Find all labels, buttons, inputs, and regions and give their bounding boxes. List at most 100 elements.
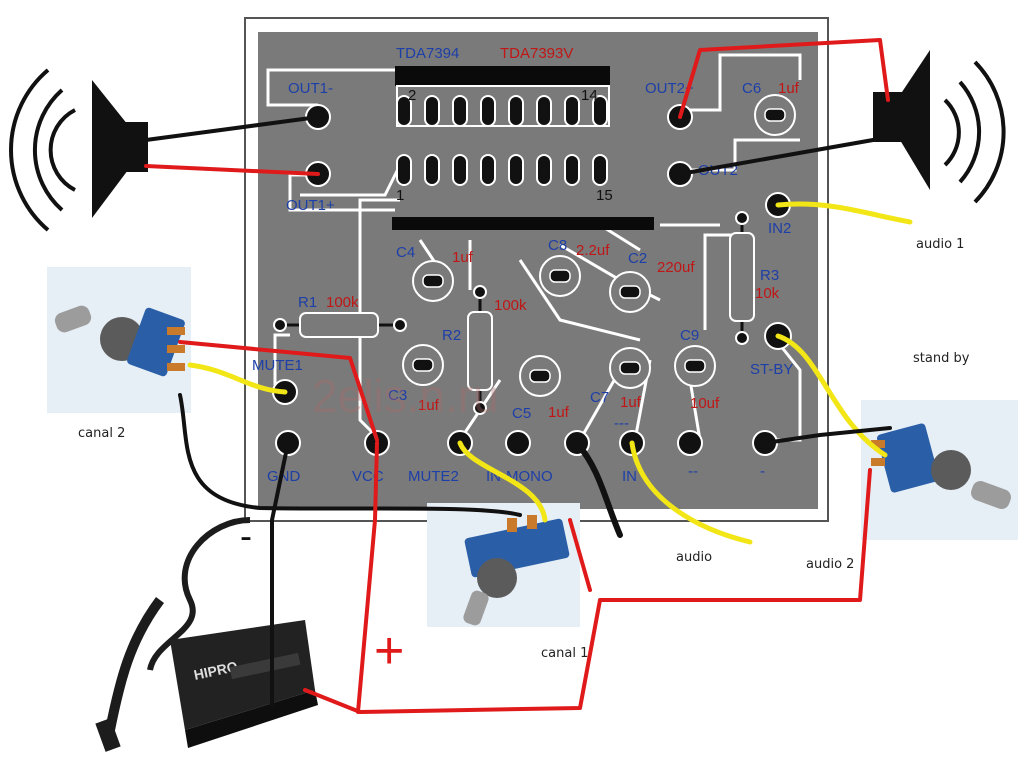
annotation-canal2: canal 2 [78,426,125,441]
value-c8: 2.2uf [576,242,610,259]
toggle-switch-standby[interactable] [861,400,1018,540]
wire-speaker-right-red [678,38,890,119]
ic-pin-top [536,95,552,127]
capacitor-lead [764,108,786,122]
value-c2: 220uf [657,259,695,276]
label-in: IN [622,468,637,485]
wire-vcc-switch [178,340,379,442]
value-c9: 10uf [690,395,720,412]
label-in-mono: IN-MONO [486,468,553,485]
resistor-r2 [467,311,493,391]
wire-mute1-yellow [187,362,288,395]
label-minus-b: - [760,463,765,480]
ic-label-tda7394: TDA7394 [396,45,459,62]
wire-speaker-right-black [678,138,875,176]
pin-label-15: 15 [596,187,613,204]
label-c5: C5 [512,405,531,422]
capacitor-lead [619,361,641,375]
label-out1-minus: OUT1- [288,80,333,97]
value-r1: 100k [326,294,359,311]
label-out2-plus: OUT2+ [645,80,694,97]
wire-standby-black [763,426,892,445]
power-adapter: HIPRO [95,517,318,752]
annotation-canal1: canal 1 [541,646,588,661]
ic-pin-bottom [592,154,608,186]
wire-vcc-adapter [356,441,379,714]
ic-top-bar [395,66,610,86]
ic-pin-top [424,95,440,127]
ic-pin-top [480,95,496,127]
left-speaker-icon [9,68,148,232]
ic-pin-top [564,95,580,127]
label-st-by: ST-BY [750,361,793,378]
wire-gnd-adapter [270,441,290,707]
right-speaker-icon [873,50,1006,204]
label-r1: R1 [298,294,317,311]
annotation-stand-by: stand by [913,351,970,366]
ic-pin-bottom [564,154,580,186]
capacitor-lead [412,358,434,372]
annotation-audio: audio [676,550,712,565]
ic-pin-bottom [452,154,468,186]
toggle-switch-canal1[interactable] [427,503,580,627]
label-r2: R2 [442,327,461,344]
annotation-audio1: audio 1 [916,237,964,252]
heatsink-bar [392,217,654,230]
wire-speaker-left-black [144,115,320,142]
annotation-minus: - [240,515,252,556]
pad-c5 [505,430,531,456]
annotation-audio2: audio 2 [806,557,854,572]
ic-pin-top [396,95,412,127]
label-c6: C6 [742,80,761,97]
ic-pins [396,95,608,186]
label-c4: C4 [396,244,415,261]
value-c5: 1uf [548,404,570,421]
value-c4: 1uf [452,249,474,266]
wire-standby-yellow [775,333,888,458]
resistor-r1 [299,312,379,338]
wire-mute2-yellow [457,440,548,523]
pad-minus-a [677,430,703,456]
label-c7-mark: --- [614,415,629,432]
label-c9: C9 [680,327,699,344]
value-c6: 1uf [778,80,800,97]
capacitor-lead [529,369,551,383]
capacitor-lead [619,285,641,299]
wire-red-loop [303,468,872,714]
label-c2: C2 [628,250,647,267]
capacitor-lead [422,274,444,288]
value-c3: 1uf [418,397,440,414]
wire-audio-yellow [629,440,753,545]
toggle-switch-canal2[interactable] [47,267,191,413]
label-c3: C3 [388,387,407,404]
resistors [273,211,755,415]
ic-pin-bottom [480,154,496,186]
watermark: 2elis.n.ru [312,370,499,422]
ic-pin-top [452,95,468,127]
label-out1-plus: OUT1+ [286,197,335,214]
label-mute2: MUTE2 [408,468,459,485]
label-c8: C8 [548,237,567,254]
label-in2: IN2 [768,220,791,237]
capacitors [402,94,796,397]
label-vcc: VCC [352,468,384,485]
capacitor-lead [684,359,706,373]
label-r3: R3 [760,267,779,284]
wire-gnd-black-left [178,393,522,517]
label-c7: C7 [590,389,609,406]
pin-label-2: 2 [408,87,416,104]
ic-pin-bottom [536,154,552,186]
ic-pin-top [592,95,608,127]
ic-pin-bottom [424,154,440,186]
wires [144,38,913,714]
resistor-r3 [729,232,755,322]
value-r3: 10k [755,285,780,302]
capacitor-lead [549,269,571,283]
pin-label-1: 1 [396,187,404,204]
wire-speaker-left-red [144,164,320,176]
value-c7: 1uf [620,394,642,411]
pin-label-14: 14 [581,87,598,104]
label-gnd: GND [267,468,301,485]
ic-pin-top [508,95,524,127]
